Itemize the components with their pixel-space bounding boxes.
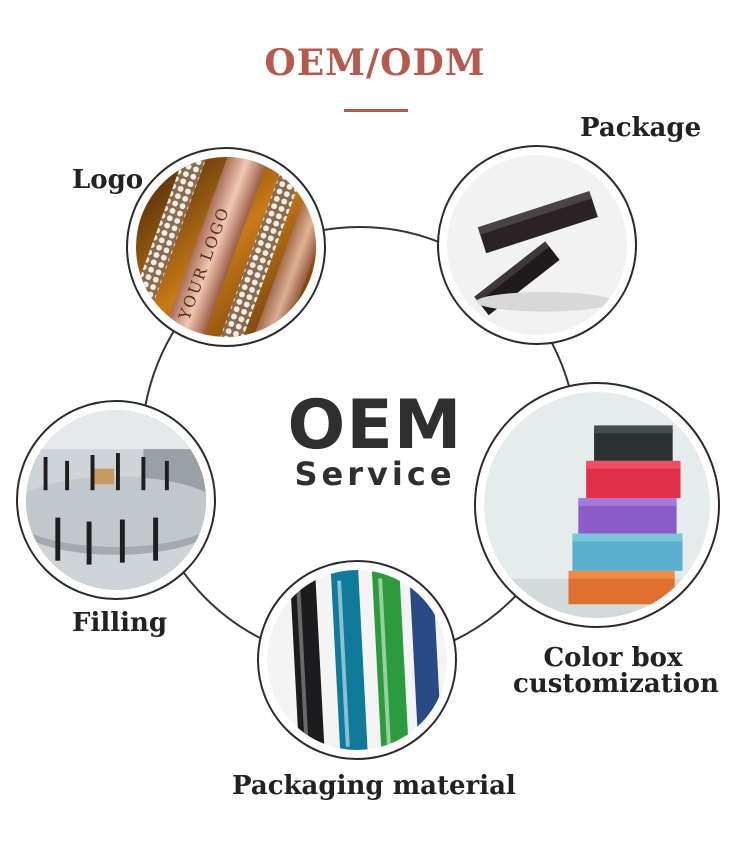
- logo-label: Logo: [72, 165, 144, 195]
- packaging-bubble[interactable]: [257, 560, 457, 760]
- center-service-text: Service: [294, 455, 456, 493]
- filling-photo: [26, 410, 206, 590]
- colorbox-photo: [484, 392, 710, 618]
- filling-bubble[interactable]: [16, 400, 216, 600]
- colorbox-label-line1: Color box: [543, 643, 683, 673]
- packaging-label: Packaging material: [232, 771, 516, 801]
- colorbox-label: Color box customization: [513, 643, 719, 699]
- filling-label: Filling: [72, 608, 168, 638]
- colorbox-label-line2: customization: [513, 669, 719, 699]
- package-label: Package: [580, 113, 702, 143]
- center-oem-text: OEM: [287, 386, 463, 465]
- logo-photo: YOUR LOGO: [136, 157, 316, 337]
- package-photo: [447, 155, 627, 335]
- title-underline: [344, 109, 408, 112]
- page-title: OEM/ODM: [264, 42, 486, 84]
- logo-bubble[interactable]: YOUR LOGO: [126, 147, 326, 347]
- package-bubble[interactable]: [437, 145, 637, 345]
- packaging-photo: [267, 570, 447, 750]
- colorbox-bubble[interactable]: [474, 382, 720, 628]
